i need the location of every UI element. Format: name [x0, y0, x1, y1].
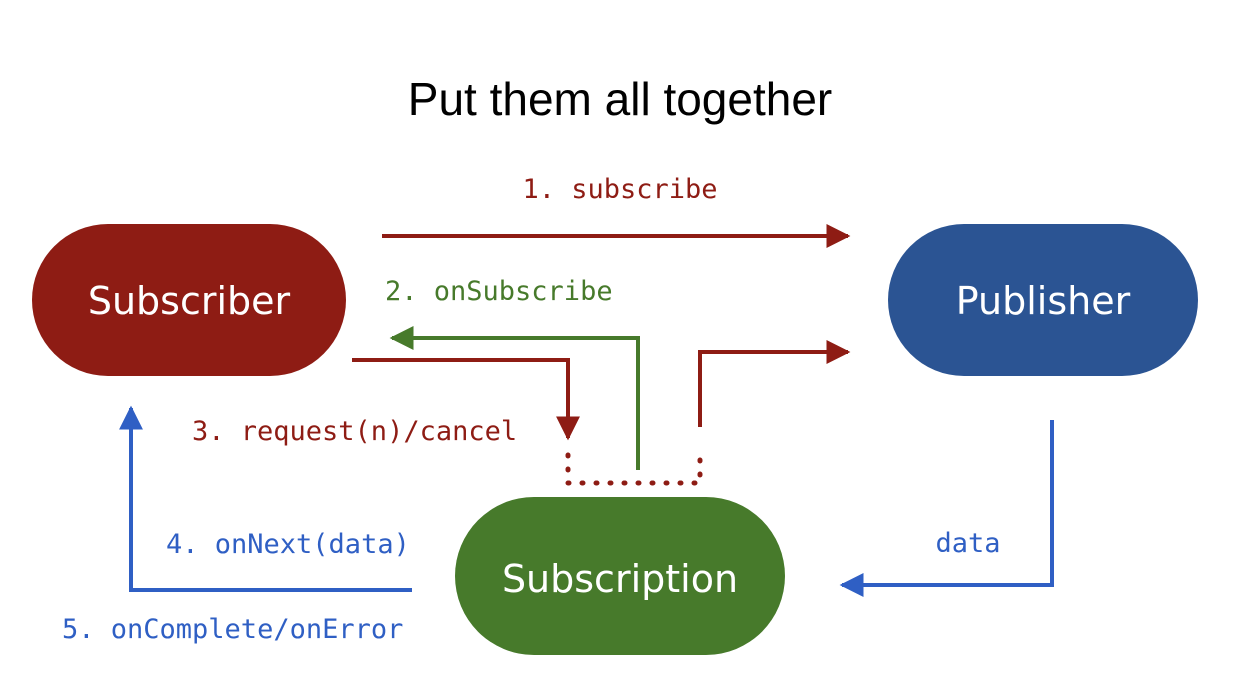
node-publisher-label: Publisher [956, 279, 1131, 323]
edge-onsubscribe-line [389, 326, 640, 470]
edge-label-data: data [935, 528, 1000, 559]
node-subscription-shape [455, 497, 785, 655]
edge-data-line [839, 420, 1054, 597]
edge-label-onsubscribe: 2. onSubscribe [385, 276, 613, 307]
node-publisher-shape [888, 224, 1198, 376]
edge-label-request-cancel: 3. request(n)/cancel [192, 416, 517, 447]
node-subscriber-label: Subscriber [88, 279, 291, 323]
node-publisher[interactable]: Publisher [888, 224, 1198, 376]
node-subscription[interactable]: Subscription [455, 497, 785, 655]
page-title: Put them all together [408, 73, 832, 125]
node-subscriber-shape [32, 224, 346, 376]
edge-label-subscribe: 1. subscribe [522, 174, 717, 205]
subscription-binding-bracket [565, 452, 703, 486]
node-subscriber[interactable]: Subscriber [32, 224, 346, 376]
node-subscription-label: Subscription [502, 557, 738, 601]
edge-label-onnext: 4. onNext(data) [166, 529, 410, 560]
edge-request-cancel-line [352, 358, 580, 441]
edge-label-oncomplete-onerror: 5. onComplete/onError [62, 614, 403, 645]
edge-subscription-to-publisher-line [698, 340, 851, 427]
edge-onnext-oncomplete-line [119, 405, 412, 592]
